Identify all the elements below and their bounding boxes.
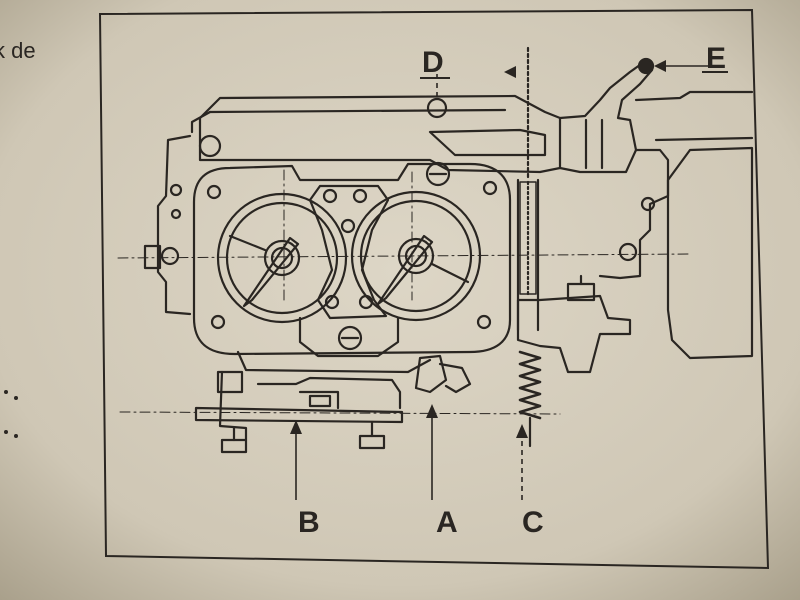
label-b: B [298,506,320,539]
right-barrel [350,190,482,322]
air-inlet-elbow [558,60,654,174]
bolt-right [358,434,386,450]
mount-hole-tr [482,180,498,196]
mount-hole-br [476,314,492,330]
arrow-a [426,404,438,418]
manifold-boss [426,97,448,119]
margin-text: k de [0,38,36,63]
top-screw [425,161,451,187]
left-barrel [216,192,348,324]
lower-shaft [194,406,404,424]
right-body-top [634,90,754,102]
return-spring [518,350,542,420]
figure-frame [98,8,770,570]
arrow-e [654,60,666,72]
lower-left-block [216,370,244,394]
label-d: D [422,46,444,79]
right-bracket [598,148,670,280]
arrow-c [516,424,528,438]
lower-left-arm [218,370,248,442]
lever-a [414,354,448,394]
right-flange [666,146,754,360]
inlet-knob [637,57,655,75]
center-web [308,184,390,320]
manifold-bolt [198,134,222,158]
mount-hole-bl [210,314,226,330]
bolt-left [220,438,248,454]
mount-hole-tl [206,184,222,200]
center-lines [117,169,691,415]
adjust-nut [566,282,596,302]
label-a: A [436,506,458,539]
bottom-boss [298,316,400,358]
label-e: E [706,42,726,75]
label-c: C [522,506,544,539]
carburetor-drawing [117,46,754,454]
spring-bracket [516,294,632,374]
margin-dots [4,390,18,438]
callout-leaders [290,60,722,500]
carburetor-body-plate [192,162,512,356]
left-linkage [156,134,192,316]
arrow-b [290,420,302,434]
arrow-rod [504,66,516,78]
